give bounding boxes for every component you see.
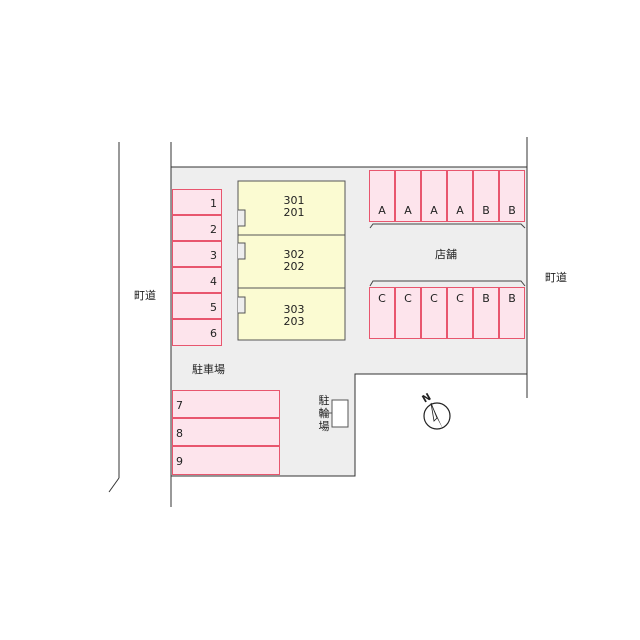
store-slot: C	[447, 287, 473, 339]
store-bracket-top	[369, 223, 526, 229]
compass-icon	[423, 402, 451, 430]
parking-slot: 6	[172, 319, 222, 346]
bicycle-parking-label: 駐 輪 場	[318, 394, 330, 433]
building-block	[237, 180, 346, 341]
parking-slot: 3	[172, 241, 222, 267]
store-slot: A	[369, 170, 395, 222]
store-label: 店舗	[435, 248, 457, 261]
store-slot: B	[473, 287, 499, 339]
left-road-edge-bend	[108, 477, 120, 493]
store-bracket-bottom	[369, 280, 526, 287]
entrance-notch	[238, 296, 246, 314]
parking-label: 駐車場	[192, 363, 225, 376]
store-slot: C	[421, 287, 447, 339]
bicycle-parking-box	[331, 399, 349, 428]
store-slot: A	[447, 170, 473, 222]
parking-slot: 8	[172, 418, 280, 446]
entrance-notch	[238, 242, 246, 260]
entrance-notch	[238, 209, 246, 227]
parking-slot: 5	[172, 293, 222, 319]
store-slot: A	[421, 170, 447, 222]
store-slot: C	[369, 287, 395, 339]
parking-slot: 7	[172, 390, 280, 418]
right-road-label: 町道	[545, 271, 567, 284]
store-slot: B	[499, 287, 525, 339]
store-slot: C	[395, 287, 421, 339]
store-slot: B	[473, 170, 499, 222]
parking-slot: 9	[172, 446, 280, 475]
parking-slot: 4	[172, 267, 222, 293]
store-slot: B	[499, 170, 525, 222]
store-slot: A	[395, 170, 421, 222]
parking-slot: 2	[172, 215, 222, 241]
parking-slot: 1	[172, 189, 222, 215]
left-road-label: 町道	[134, 289, 156, 302]
